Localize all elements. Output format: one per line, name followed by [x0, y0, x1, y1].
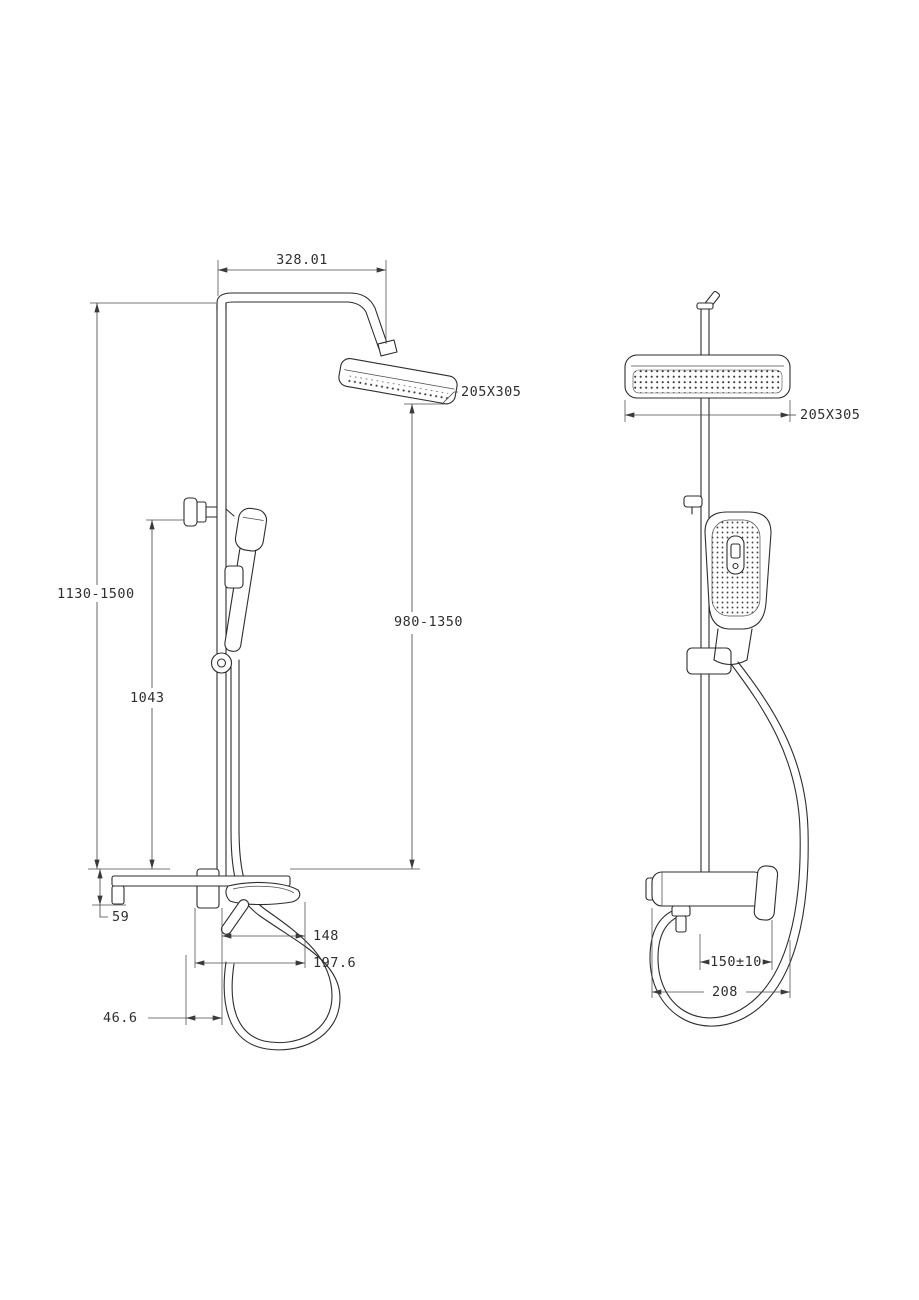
dim-label-handle-offset: 46.6 — [103, 1010, 138, 1026]
front-riser-pipe — [216, 292, 398, 877]
side-view: 205X305 — [624, 291, 860, 1027]
front-shower-hose — [223, 659, 341, 1051]
side-shower-hose — [649, 661, 809, 1027]
side-top-connector — [696, 291, 721, 357]
side-faucet-body — [645, 865, 779, 933]
dim-body-width: 208 — [651, 908, 791, 1000]
dim-deck-drop: 59 — [92, 869, 129, 925]
dim-front-head-size: 205X305 — [441, 384, 521, 405]
front-slider-knob — [210, 652, 233, 674]
dim-outlet-spacing: 150±10 — [699, 920, 773, 970]
dim-label-column-height: 1043 — [130, 690, 165, 706]
dim-label-front-head-size: 205X305 — [461, 384, 521, 400]
front-shower-bracket — [224, 565, 244, 589]
front-mixer-assembly — [111, 868, 301, 935]
dim-handle-offset: 46.6 — [103, 1010, 222, 1026]
front-shelf-bracket — [111, 885, 125, 905]
front-spout — [225, 882, 301, 906]
dim-label-riser-height: 980-1350 — [394, 614, 463, 630]
front-diverter-knob — [183, 497, 218, 527]
dim-label-top-width: 328.01 — [276, 252, 328, 268]
dim-top-width: 328.01 — [217, 252, 387, 344]
side-rain-shower-head — [624, 354, 791, 399]
dim-overall-height: 1130-1500 — [57, 302, 216, 869]
dim-label-spout-reach: 148 — [313, 928, 339, 944]
dim-label-deck-drop: 59 — [112, 909, 129, 925]
dim-riser-height: 980-1350 — [394, 403, 463, 869]
front-hand-shower — [224, 507, 268, 652]
dim-label-body-width: 208 — [712, 984, 738, 1000]
dim-spout-reach: 148 — [222, 928, 339, 944]
dim-side-head-size: 205X305 — [624, 400, 860, 423]
front-rain-shower-head — [338, 358, 458, 405]
front-lever-handle — [220, 899, 250, 935]
side-hand-shower — [704, 511, 772, 666]
front-bottom-extension-lines — [185, 902, 306, 1025]
dim-spout-total: 197.6 — [195, 955, 356, 971]
front-wall-flange — [196, 868, 220, 909]
front-view: 328.01 205X305 1130-1500 980-1350 — [57, 252, 521, 1051]
side-riser-pipe — [700, 397, 710, 873]
dim-label-side-head-size: 205X305 — [800, 407, 860, 423]
dim-label-spout-total: 197.6 — [313, 955, 356, 971]
dim-column-height: 1043 — [130, 519, 184, 869]
side-holder-clamp — [686, 647, 732, 675]
dim-label-overall-height: 1130-1500 — [57, 586, 135, 602]
dim-label-outlet-spacing: 150±10 — [710, 954, 762, 970]
side-faucet-handle — [753, 865, 779, 921]
side-hose-fitting — [671, 905, 691, 917]
side-diverter-knob — [683, 495, 703, 515]
